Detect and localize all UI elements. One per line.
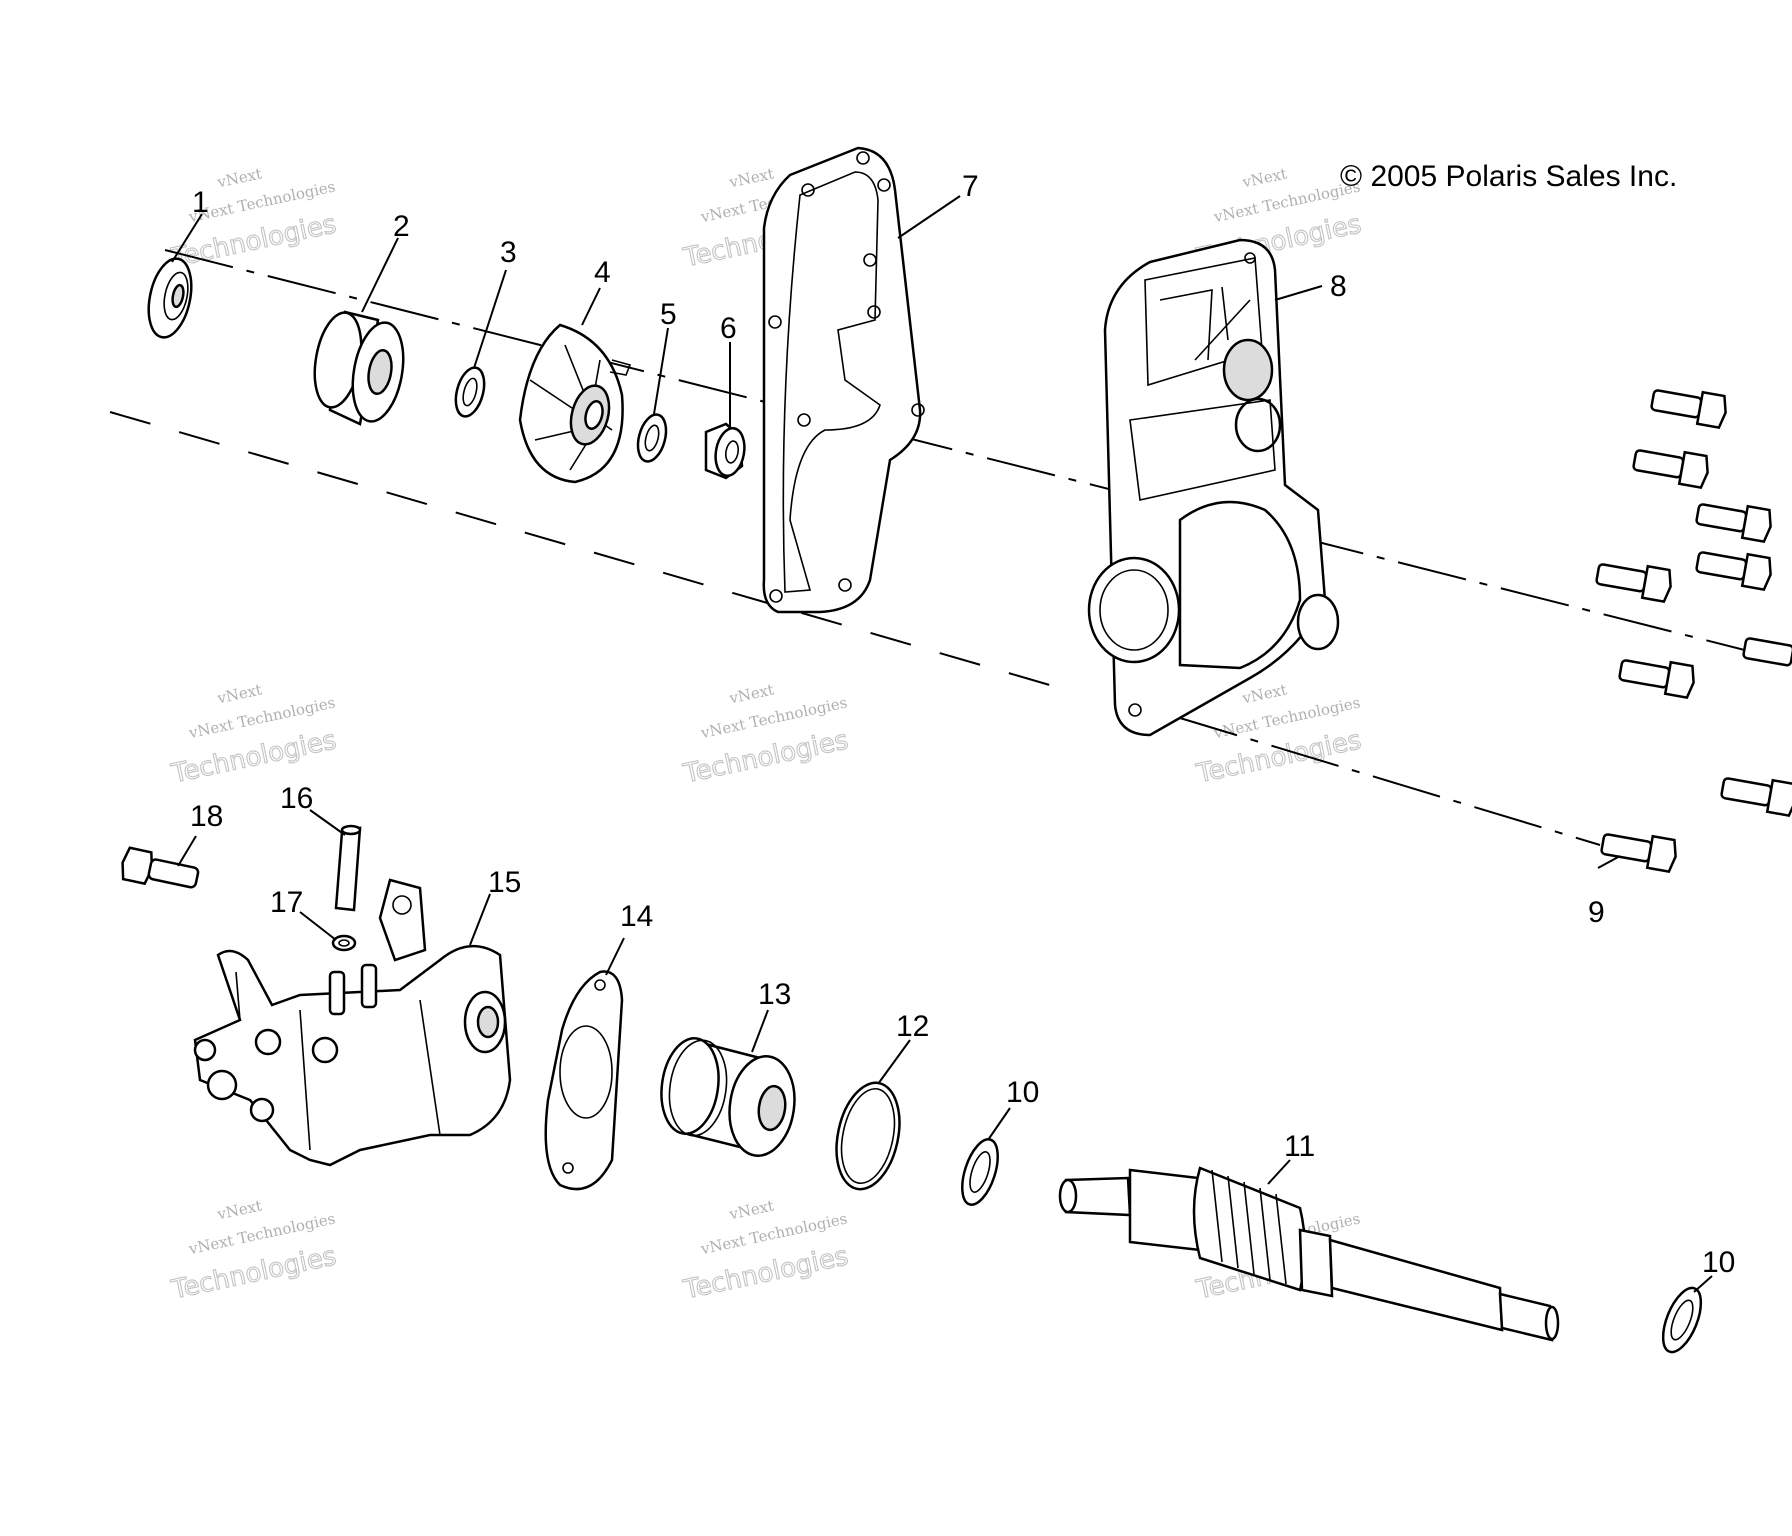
gasket-part-14 — [544, 970, 624, 1191]
bolt — [1695, 551, 1772, 591]
bolt-part-18 — [121, 846, 200, 889]
watermark-line1: vNext — [1240, 164, 1289, 191]
bolt — [1618, 659, 1695, 699]
washer-part-3 — [454, 366, 486, 418]
part-label-13: 13 — [758, 978, 791, 1011]
oil-pump-part-15 — [193, 878, 512, 1167]
part-label-6: 6 — [720, 312, 737, 345]
impeller-part-4 — [518, 323, 632, 484]
watermark: vNext vNext Technologies Technologies — [168, 1196, 340, 1306]
leader-10-mid — [987, 1107, 1011, 1141]
leader-14 — [605, 937, 625, 976]
part-label-14: 14 — [620, 900, 653, 933]
part-label-16: 16 — [280, 782, 313, 815]
part-labels: 1 2 3 4 5 6 7 8 9 10 11 12 13 14 15 16 1… — [190, 170, 1735, 1279]
shaft-part-11 — [1058, 1166, 1560, 1342]
bolt — [1595, 563, 1672, 603]
watermark-line1: vNext — [1240, 680, 1289, 707]
watermark: vNext vNext Technologies Technologies — [680, 680, 852, 790]
copyright-text: © 2005 Polaris Sales Inc. — [1340, 160, 1677, 193]
leader-lines — [171, 195, 1713, 1293]
housing-part-8 — [1087, 238, 1340, 737]
washer-part-10-right — [1661, 1286, 1703, 1354]
bolt — [1742, 637, 1792, 667]
part-label-15: 15 — [488, 866, 521, 899]
bolt — [1600, 833, 1677, 873]
leader-5 — [653, 327, 669, 415]
part-label-5: 5 — [660, 298, 677, 331]
watermark-line1: vNext — [215, 164, 264, 191]
bolt — [1695, 503, 1772, 543]
bolts-part-9 — [1595, 389, 1792, 873]
leader-11 — [1267, 1159, 1291, 1185]
upper-center-axis — [164, 249, 1792, 663]
part-label-4: 4 — [594, 256, 611, 289]
bearing-part-2 — [313, 310, 405, 426]
part-label-2: 2 — [393, 210, 410, 243]
watermark-line1: vNext — [727, 164, 776, 191]
leader-13 — [751, 1009, 769, 1053]
washer-part-5 — [636, 413, 668, 463]
nut-part-6 — [704, 422, 746, 480]
leader-18 — [177, 835, 197, 867]
pin-part-16 — [334, 824, 362, 912]
watermark-line1: vNext — [727, 1196, 776, 1223]
clip-part-17 — [331, 934, 357, 952]
watermark-line1: vNext — [215, 1196, 264, 1223]
part-label-10-right: 10 — [1702, 1246, 1735, 1279]
part-label-17: 17 — [270, 886, 303, 919]
part-label-7: 7 — [962, 170, 979, 203]
o-ring-part-12 — [835, 1081, 901, 1191]
part-label-3: 3 — [500, 236, 517, 269]
leader-15 — [469, 893, 491, 946]
leader-10-right — [1693, 1275, 1713, 1293]
leader-7 — [897, 195, 961, 239]
bolt — [1632, 449, 1709, 489]
leader-17 — [299, 911, 337, 941]
part-label-8: 8 — [1330, 270, 1347, 303]
lower-dashed-axis — [109, 411, 1061, 689]
watermark-line1: vNext — [215, 680, 264, 707]
part-label-10-mid: 10 — [1006, 1076, 1039, 1109]
watermark: vNext vNext Technologies Technologies — [680, 1196, 852, 1306]
washer-part-10-mid — [961, 1138, 999, 1206]
part-label-11: 11 — [1284, 1130, 1315, 1163]
part-label-9: 9 — [1588, 896, 1605, 929]
leader-8 — [1274, 285, 1323, 301]
leader-9 — [1597, 855, 1621, 869]
gasket-part-7 — [762, 146, 925, 614]
part-label-1: 1 — [192, 186, 209, 219]
leader-16 — [309, 809, 346, 836]
bolt-axis — [1169, 714, 1601, 846]
bolt — [1720, 777, 1792, 817]
leader-4 — [581, 287, 601, 326]
leader-1 — [171, 213, 203, 263]
seal-part-1 — [147, 257, 193, 339]
watermark: vNext vNext Technologies Technologies — [168, 680, 340, 790]
part-label-12: 12 — [896, 1010, 929, 1043]
watermark-line1: vNext — [727, 680, 776, 707]
filter-part-13 — [660, 1037, 796, 1157]
leader-3 — [473, 269, 507, 369]
part-label-18: 18 — [190, 800, 223, 833]
bolt — [1650, 389, 1727, 429]
leader-12 — [877, 1039, 911, 1085]
assembly-axes — [109, 249, 1792, 846]
leader-2 — [361, 237, 399, 313]
